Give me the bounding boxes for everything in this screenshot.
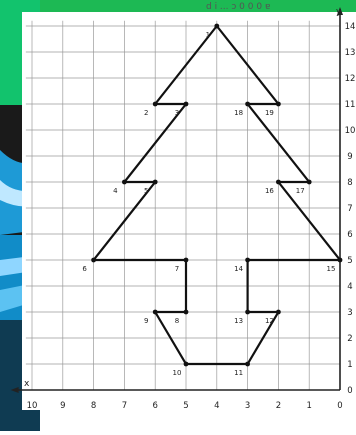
x-tick-label: 4 (214, 401, 219, 411)
tree-point (245, 101, 251, 107)
tree-point-label: 5 (144, 187, 148, 195)
y-tick-label: 13 (345, 48, 356, 58)
tree-point-label: 6 (82, 265, 87, 273)
tree-point (276, 101, 281, 107)
tree-point (122, 179, 127, 185)
tree-polyline (91, 25, 343, 366)
x-tick-label: 9 (60, 401, 65, 411)
tree-point-label: 10 (173, 369, 182, 377)
x-tick-label: 8 (91, 401, 96, 411)
y-tick-label: 9 (347, 152, 352, 162)
tree-point-label: 8 (175, 317, 179, 325)
green-top-bar (0, 0, 356, 12)
y-tick-label: 1 (347, 360, 352, 370)
tree-point-label: 17 (296, 187, 305, 195)
tree-point (91, 257, 96, 263)
x-tick-label: 0 (337, 401, 342, 411)
tree-point (276, 309, 281, 315)
y-tick-label: 5 (347, 256, 352, 266)
tree-point-label: 16 (265, 187, 274, 195)
tree-point (152, 309, 158, 315)
tree-point (306, 179, 312, 185)
tree-outline (91, 25, 343, 366)
grid-lines (25, 20, 341, 391)
x-axis-label: x (24, 379, 30, 389)
tree-point (183, 257, 189, 263)
x-tick-label: 5 (183, 401, 188, 411)
tree-point (245, 309, 251, 315)
y-tick-label: 0 (347, 386, 352, 396)
tree-point (152, 101, 158, 107)
tree-point-label: 3 (175, 109, 179, 117)
tree-point-label: 18 (234, 109, 243, 117)
tree-point-label: 9 (144, 317, 148, 325)
tree-point (183, 361, 189, 367)
y-tick-label: 8 (347, 178, 352, 188)
header-fragment: d i ... ɔ 0 0 0 ɐ (206, 2, 270, 12)
y-tick-label: 7 (347, 204, 352, 214)
tree-point (337, 257, 343, 263)
y-tick-label: 2 (347, 334, 352, 344)
tree-point-label: 7 (175, 265, 179, 273)
y-axis-label: y (336, 7, 342, 17)
y-axis-arrow (337, 7, 343, 15)
x-tick-label: 6 (152, 401, 157, 411)
y-tick-label: 10 (345, 126, 356, 136)
y-tick-label: 14 (345, 22, 356, 32)
tree-point-label: 2 (144, 109, 148, 117)
x-tick-label: 7 (122, 401, 127, 411)
y-tick-label: 11 (345, 100, 356, 110)
y-tick-label: 4 (347, 282, 352, 292)
tree-point-label: 14 (234, 265, 243, 273)
tree-point-label: 15 (327, 265, 336, 273)
tree-point (183, 101, 189, 107)
tree-point (245, 257, 251, 263)
tree-point-label: 11 (234, 369, 243, 377)
tree-point-label: 4 (113, 187, 118, 195)
tree-point-label: 12 (265, 317, 274, 325)
y-tick-label: 6 (347, 230, 352, 240)
y-tick-label: 12 (345, 74, 356, 84)
tree-point-label: 13 (234, 317, 243, 325)
tree-point (183, 309, 189, 315)
x-tick-label: 10 (27, 401, 38, 411)
tree-point (214, 23, 220, 29)
x-tick-label: 3 (245, 401, 250, 411)
y-tick-label: 3 (347, 308, 352, 318)
tree-point-label: 1 (206, 31, 210, 39)
tree-point (276, 179, 281, 185)
axes (10, 7, 343, 393)
x-tick-label: 1 (306, 401, 311, 411)
x-tick-label: 2 (276, 401, 281, 411)
tree-point-label: 19 (265, 109, 274, 117)
tree-point (245, 361, 251, 367)
x-axis-arrow (10, 387, 19, 393)
tree-point (152, 179, 158, 185)
